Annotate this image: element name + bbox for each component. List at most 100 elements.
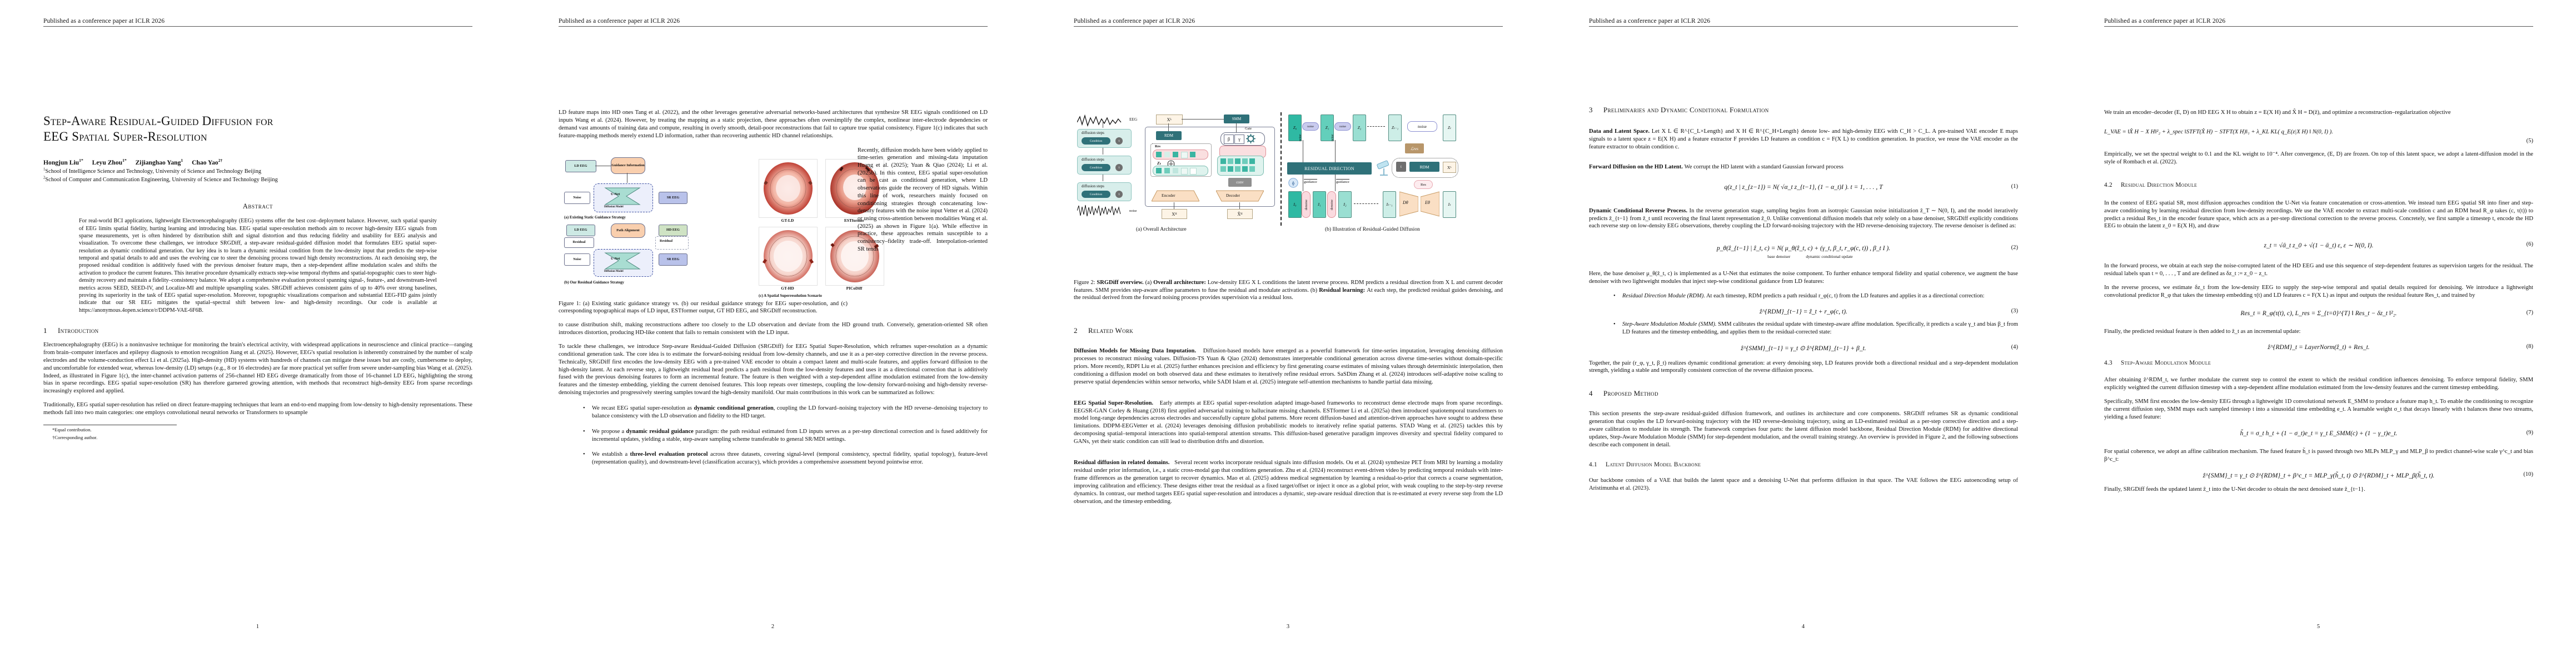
fig2-res-pill: Res [1414,180,1433,189]
p5-paragraph-2: Empirically, we set the spectral weight … [2104,151,2533,165]
bullet-1-pre: We recast EEG spatial super-resolution a… [592,405,694,412]
fig2-timestep-box: t [1396,162,1406,172]
related-work-paragraph-1: Diffusion Models for Missing Data Imputa… [1074,347,1503,386]
fig2-caption-text-2: Low-density EEG X L conditions the laten… [1074,280,1503,293]
fig2-noise-pill-3: noise [1407,121,1437,132]
subsection-number-43: 4.3 [2104,359,2112,366]
figure-2: EEG diffusion steps Condition t diffusio… [1074,109,1503,276]
equation-3-body: ẑ^{RDM}_{t−1} = ẑ_t + r_φ(c, t). [1760,307,1847,315]
figure-1: LD EEG Guidance Information U-Net Diffus… [559,156,884,298]
equation-8-body: ẑ^{RDM}_t = LayerNorm(ẑ_t) + Res_t. [2268,343,2370,351]
fig2-xl-box-right: Xᴸ [1443,162,1456,173]
rw-heading-3: Residual diffusion in related domains. [1074,460,1170,466]
fig1-ld-eeg-box-b: LD EEG [566,224,595,236]
footnote-2: †Corresponding author. [52,435,98,441]
header-rule [559,26,988,27]
fig1-unet-label-b: U-Net [611,256,620,261]
fig1-caption-c: (c) A Spatial Superresolution Scenario [759,293,822,298]
fig2-res-label: Res [1155,145,1160,148]
fig2-z0-bar: Z₀ [1288,115,1302,141]
bullet-3-post: across three datasets, covering signal-l… [592,451,988,466]
fig2-encoder-trapezoid [1152,190,1199,202]
running-header: Published as a conference paper at ICLR … [2104,18,2226,24]
modules-list-2: Step-Aware Modulation Module (SMM). SMM … [1589,321,2018,336]
author-3: Zijianghao Yang [135,159,181,166]
data-latent-space-paragraph: Data and Latent Space. Let X L ∈ R^{C_L×… [1589,128,2018,151]
fig2-caption-bold-1: SRGDiff overview. [1097,280,1145,286]
page-5: Published as a conference paper at ICLR … [2061,0,2576,667]
equation-2-underbrace-1: base denoiser [1767,254,1791,260]
fig2-conv-box: conv [1228,178,1252,187]
fig2-decoder-label: Decoder [1226,193,1240,198]
p4-heading-3: Dynamic Conditional Reverse Process. [1589,207,1688,214]
fig1-residual-label-right: Residual [660,238,673,243]
fig2-res-group [1150,143,1212,177]
equation-4: ẑ^{SMM}_{t−1} = γ_t ⊙ ẑ^{RDM}_{t−1} + β_… [1589,344,2018,352]
page-1: arXiv:2510.19166v1 [cs.MM] 22 Oct 2025 P… [0,0,515,667]
fig2-timestep-chip-1: t [1115,137,1123,145]
fig1-residual-box-right-outline [655,236,689,250]
author-2: Leyu Zhou [92,159,123,166]
fig1-noise-box-b: Noise [564,253,590,266]
p5-paragraph-8: Specifically, SMM first encodes the low-… [2104,398,2533,420]
page-number: 1 [256,624,260,630]
p5-paragraph-5: In the reverse process, we estimate δz_t… [2104,285,2533,299]
fig2-denoise-pill-2: denoise [1327,191,1336,218]
p4-text-3: In the reverse generation stage, samplin… [1589,207,2018,230]
equation-9-tag: (9) [2526,430,2533,436]
figure-1-panel-c: GT-LD ESTformer [759,156,942,298]
rw-heading-1: Diffusion Models for Missing Data Imputa… [1074,348,1197,355]
header-rule [1074,26,1503,27]
equation-5-body: L_VAE = ‖X̂ H − X H‖²₂ + λ_spec ‖STFT(X̂… [2104,128,2333,135]
modules-list: Residual Direction Module (RDM). At each… [1589,292,2018,300]
fig2-arrow [1335,175,1336,191]
fig2-diffusion-steps-box-2: diffusion steps Condition t [1077,156,1132,175]
fig2-gamma-box: γ [1234,135,1244,144]
p5-paragraph-6: Finally, the predicted residual feature … [2104,328,2301,335]
fig2-eeg-waveform-icon [1077,114,1122,127]
fig2-caption-prefix: Figure 2: [1074,280,1097,286]
running-header: Published as a conference paper at ICLR … [559,18,680,24]
equation-10-tag: (10) [2523,471,2533,478]
fig2-zt-label: Zₜ [1157,161,1161,166]
header-rule [43,26,472,27]
fig2-rdm-box-right: RDM [1409,162,1439,172]
topomap-gt-ld [759,158,818,218]
bullet-3-pre: We establish a [592,451,630,458]
abstract-heading: Abstract [242,202,273,211]
equation-7-tag: (7) [2526,309,2533,316]
fig2-z1-bar: Z₁ [1321,115,1334,141]
title-line-1: Step-Aware Residual-Guided Diffusion for [43,114,273,128]
p5-paragraph-4: In the forward process, we obtain at eac… [2104,263,2533,277]
fig2-condition-chip-2: Condition [1082,164,1110,171]
p4-text-1: Let X L ∈ R^{C_L×Length} and X H ∈ R^{C_… [1589,128,2018,150]
bullet-smm-text: SMM calibrates the residual update with … [1622,321,2019,335]
fig2-d-theta-label: Dθ [1403,200,1408,205]
fig2-noise-label: noise [1129,209,1137,213]
fig2-dashed-connector [1367,126,1385,127]
fig1-diffusion-model-label-b: Diffusion Model [604,270,624,273]
fig2-diffusion-steps-label-3: diffusion steps [1082,184,1104,188]
fig2-diffusion-steps-label-1: diffusion steps [1082,131,1104,135]
topomap-picodiff [825,226,884,286]
p4-text-2: We corrupt the HD latent with a standard… [1684,163,1843,170]
topomap-label-picodiff: PICoDiff [846,285,863,291]
page-3: Published as a conference paper at ICLR … [1030,0,1546,667]
equation-2-tag: (2) [2011,245,2018,251]
running-header: Published as a conference paper at ICLR … [1589,18,1711,24]
equation-6-body: z_t = √ᾱ_t z_0 + √(1 − ᾱ_t) ε, ε ∼ N(0, … [2264,242,2374,250]
page2-paragraph-2: to cause distribution shift, making reco… [559,322,988,336]
fig2-z0-hat-bar: ẑ₀ [1288,191,1302,218]
fig1-residual-box-left: Residual [564,237,594,248]
p5-paragraph-10: Finally, SRGDiff feeds the updated laten… [2104,486,2365,493]
equation-10: ẑ^{SMM}_t = γ_t ⊙ ẑ^{RDM}_t + β^c_t = ML… [2104,471,2533,479]
fig2-denoise-pill-1: denoise [1302,191,1311,218]
figure-1-caption: Figure 1: (a) Existing static guidance s… [559,300,848,315]
p4-paragraph-5: Together, the pair (r_φ, γ_t, β_t) reali… [1589,360,2018,374]
topomap-label-gt-ld: GT-LD [781,217,794,223]
fig2-arrow [1182,119,1224,120]
fig2-residual-loss-box: ℒres [1405,143,1424,153]
subsection-title-43: Step-Aware Modulation Module [2121,359,2211,366]
fig2-zt-bar: Zₜ [1443,115,1456,141]
